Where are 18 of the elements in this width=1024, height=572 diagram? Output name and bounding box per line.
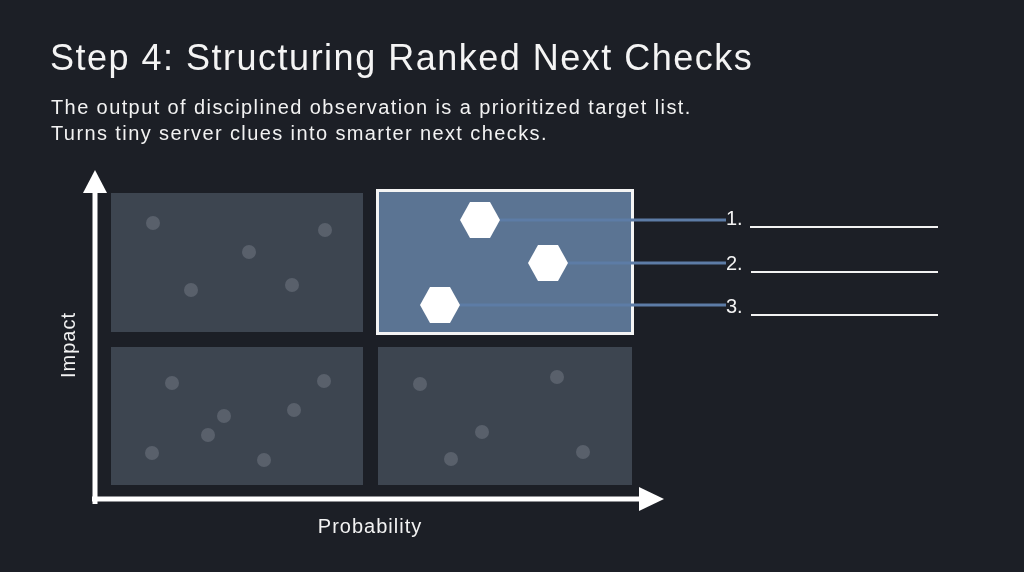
leader-line — [460, 303, 726, 307]
hexagon-icon — [460, 202, 500, 238]
axis-label: Probability — [317, 514, 423, 538]
list-number: 2. — [726, 251, 743, 276]
axis-label: Impact — [56, 312, 80, 378]
subtitle-text: Turns tiny server clues into smarter next checks. — [51, 121, 548, 146]
quadrant-panel — [111, 347, 363, 485]
hexagon-icon — [420, 287, 460, 323]
leader-line — [568, 261, 726, 265]
list-number: 1. — [726, 206, 743, 231]
list-number: 3. — [726, 294, 743, 319]
subtitle-text: The output of disciplined observation is a prioritized target list. — [51, 95, 692, 120]
slide-title: Step 4: Structuring Ranked Next Checks — [50, 36, 754, 80]
leader-line — [500, 218, 726, 222]
hexagon-icon — [528, 245, 568, 281]
quadrant-panel — [378, 347, 632, 485]
quadrant-panel — [111, 193, 363, 332]
quadrant-panel — [376, 189, 634, 335]
